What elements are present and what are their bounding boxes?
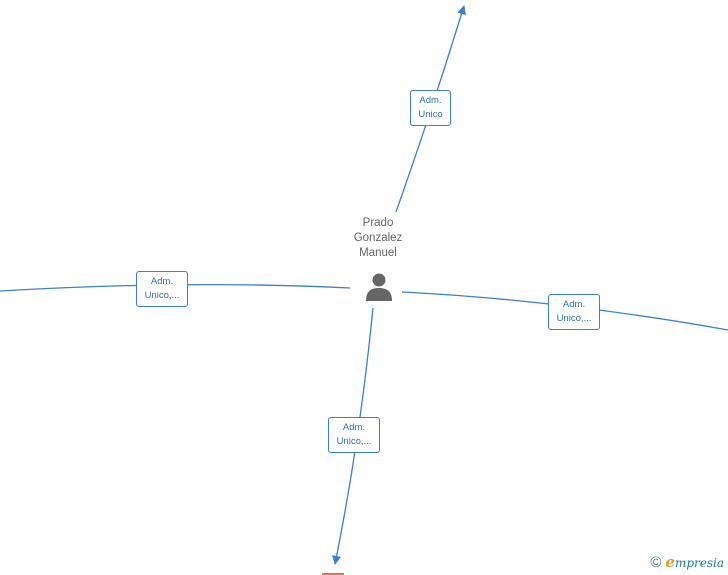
cut-off-node-marker <box>322 573 344 575</box>
brand-watermark: © empresia <box>650 553 724 571</box>
edge-label-south[interactable]: Adm. Unico,... <box>328 417 380 453</box>
edge-label-line: Adm. <box>150 276 174 287</box>
edge-label-east[interactable]: Adm. Unico,... <box>548 294 600 330</box>
center-node-name[interactable]: Prado Gonzalez Manuel <box>337 216 419 261</box>
brand-logo-rest: mpresia <box>674 556 724 570</box>
copyright-icon: © <box>650 553 662 571</box>
brand-logo: empresia <box>665 553 724 571</box>
brand-logo-first-letter: e <box>665 553 675 571</box>
edge-label-line: Unico <box>418 109 443 120</box>
center-node-name-line: Prado <box>362 217 394 229</box>
person-icon[interactable] <box>364 272 394 302</box>
edge-label-line: Unico,... <box>336 436 372 447</box>
edge-label-line: Unico,... <box>144 290 180 301</box>
edge-label-west[interactable]: Adm. Unico,... <box>136 271 188 307</box>
edge-label-line: Unico,... <box>556 313 592 324</box>
edge-label-line: Adm. <box>419 95 442 106</box>
center-node-name-line: Gonzalez <box>353 232 403 244</box>
edge-label-north[interactable]: Adm. Unico <box>410 90 451 126</box>
center-node-name-line: Manuel <box>359 247 397 259</box>
edge-label-line: Adm. <box>562 299 586 310</box>
edge-label-line: Adm. <box>342 422 366 433</box>
